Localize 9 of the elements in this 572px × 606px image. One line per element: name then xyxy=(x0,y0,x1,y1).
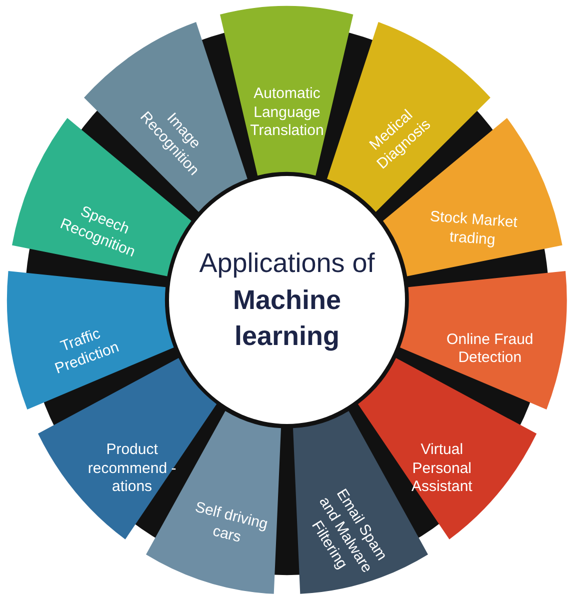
segment-label: Automatic Language Translation xyxy=(249,84,325,141)
center-title: Applications of Machine learning xyxy=(198,247,376,354)
ring-segment xyxy=(326,22,490,212)
segment-label: Stock Market trading xyxy=(428,207,520,250)
ring-segment xyxy=(220,6,354,176)
ring-segment xyxy=(7,271,174,410)
segment-label: Online Fraud Detection xyxy=(446,330,534,368)
segment-label: Self driving cars xyxy=(192,497,271,548)
ring-segment xyxy=(400,271,567,410)
